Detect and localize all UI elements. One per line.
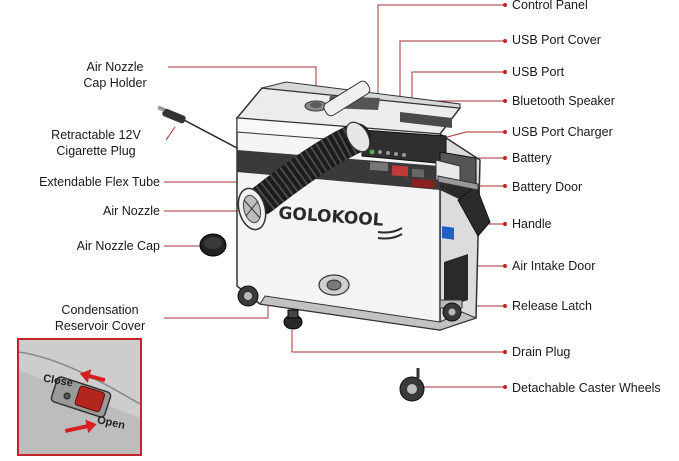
retractable-plug [157,105,238,149]
air-nozzle-cap [199,233,227,257]
label-extendable-flex-tube: Extendable Flex Tube [39,175,160,189]
caster-wheels [237,285,462,402]
label-air-nozzle-cap-holder: Air Nozzle Cap Holder [66,60,164,90]
label-retractable-plug-line2: Cigarette Plug [56,144,136,158]
label-retractable-plug: Retractable 12V Cigarette Plug [28,128,164,158]
label-battery-door: Battery Door [512,180,583,194]
label-condensation-cover-line2: Reservoir Cover [54,319,146,333]
drain-plug [283,309,303,330]
label-air-nozzle-cap-holder-line2: Cap Holder [83,76,147,90]
label-control-panel: Control Panel [512,0,588,12]
leader-control-panel [377,4,505,128]
open-arrow-icon [64,419,97,434]
label-usb-port: USB Port [512,65,565,79]
handle [457,185,491,237]
switch-toggle [74,385,106,413]
label-retractable-plug-line1: Retractable 12V [51,128,141,142]
label-air-intake-door: Air Intake Door [512,259,596,273]
leader-dots [503,3,507,389]
flex-tube [247,80,371,215]
leader-drain-plug [291,330,505,353]
drain-switch-illustration [19,340,140,454]
label-usb-port-cover: USB Port Cover [512,33,601,47]
air-intake-door [444,254,468,308]
label-condensation-reservoir-cover: Condensation Reservoir Cover [36,303,164,333]
label-usb-port-charger: USB Port Charger [512,125,613,139]
label-detachable-caster-wheels: Detachable Caster Wheels [512,381,661,395]
battery-door [437,175,479,191]
label-air-nozzle-cap-holder-line1: Air Nozzle [86,60,144,74]
label-drain-plug: Drain Plug [512,345,571,359]
air-nozzle [237,187,267,231]
leader-caster-wheels [417,382,505,388]
label-air-nozzle: Air Nozzle [103,204,160,218]
leader-retractable-plug [165,126,176,141]
label-condensation-cover-line1: Condensation [61,303,139,317]
label-air-nozzle-cap: Air Nozzle Cap [76,239,160,253]
leader-condensation-cover [164,300,269,319]
drain-switch-inset: Close Open [17,338,142,456]
label-battery: Battery [512,151,552,165]
label-bluetooth-speaker: Bluetooth Speaker [512,94,615,108]
bluetooth-speaker [400,112,452,128]
close-arrow-icon [79,369,106,383]
label-handle: Handle [512,217,552,231]
label-release-latch: Release Latch [512,299,592,313]
